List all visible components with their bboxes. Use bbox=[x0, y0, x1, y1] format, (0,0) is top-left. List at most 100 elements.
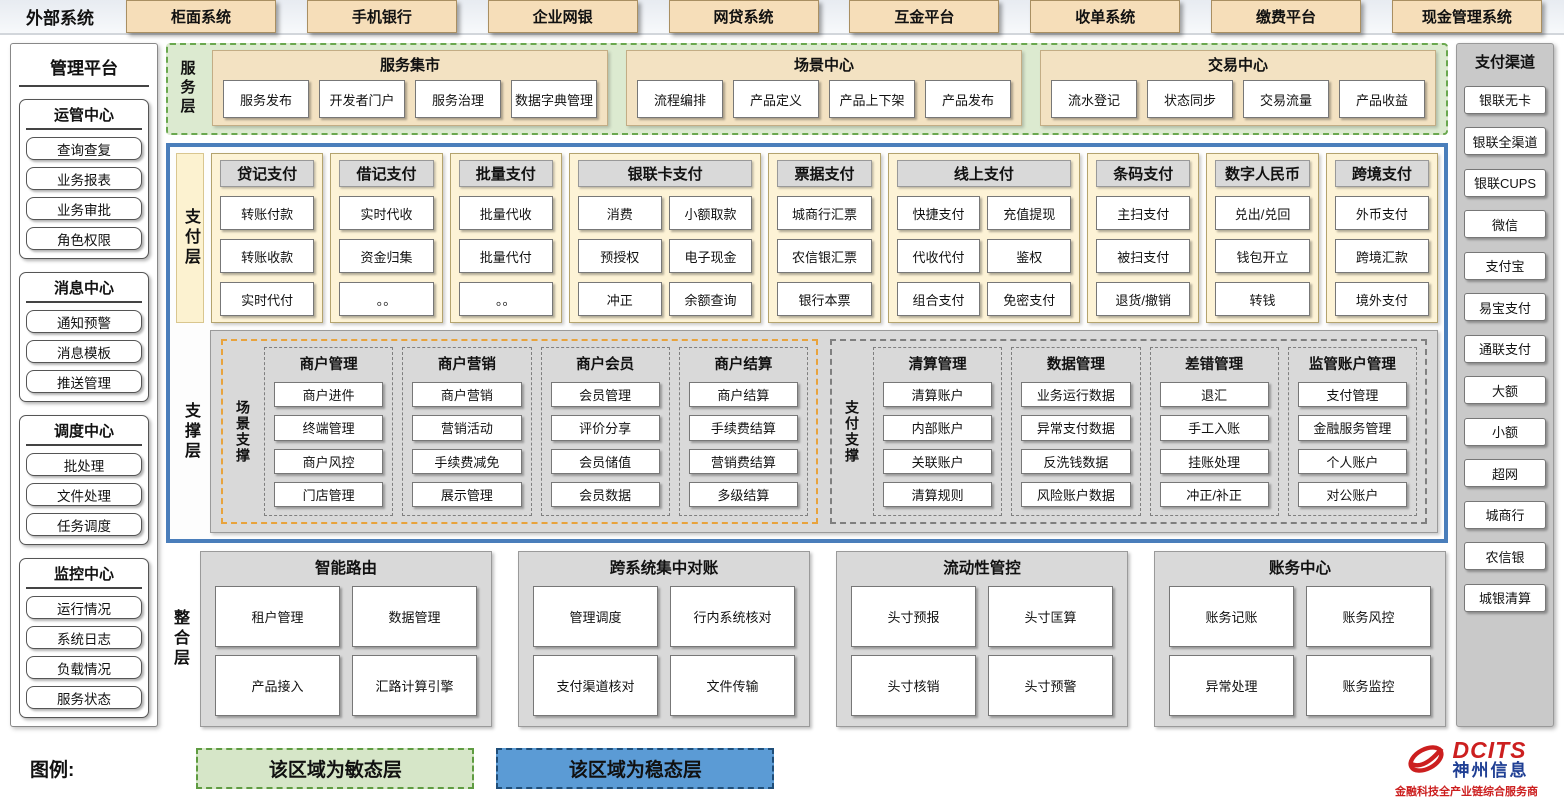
integration-panel: 跨系统集中对账管理调度行内系统核对支付渠道核对文件传输 bbox=[518, 551, 810, 727]
management-group-title: 运管中心 bbox=[26, 104, 142, 130]
payment-item: 主扫支付 bbox=[1096, 196, 1191, 230]
dcits-swoosh-icon bbox=[1407, 745, 1444, 773]
payment-row: 转账付款 bbox=[220, 196, 315, 230]
service-sections: 服务集市服务发布开发者门户服务治理数据字典管理场景中心流程编排产品定义产品上下架… bbox=[212, 50, 1436, 126]
main-area: 管理平台 运管中心查询查复业务报表业务审批角色权限消息中心通知预警消息模板推送管… bbox=[0, 35, 1564, 733]
management-item: 推送管理 bbox=[26, 370, 142, 393]
support-item: 终端管理 bbox=[274, 415, 384, 441]
payment-column-title: 条码支付 bbox=[1096, 160, 1191, 187]
payment-channel-item: 支付宝 bbox=[1464, 251, 1546, 280]
management-item: 文件处理 bbox=[26, 483, 142, 506]
management-item: 查询查复 bbox=[26, 137, 142, 160]
support-group-label: 场景支撑 bbox=[235, 399, 251, 464]
service-section-title: 服务集市 bbox=[379, 57, 440, 74]
support-item: 关联账户 bbox=[883, 448, 993, 474]
payment-item: 钱包开立 bbox=[1215, 239, 1310, 273]
support-item: 退汇 bbox=[1159, 382, 1269, 408]
integration-panel: 账务中心账务记账账务风控异常处理账务监控 bbox=[1154, 551, 1446, 727]
support-column: 数据管理业务运行数据异常支付数据反洗钱数据风险账户数据 bbox=[1011, 347, 1141, 516]
payment-column: 线上支付快捷支付充值提现代收代付鉴权组合支付免密支付 bbox=[887, 153, 1081, 323]
legend-agile-layer: 该区域为敏态层 bbox=[196, 748, 475, 789]
payment-row: 冲正余额查询 bbox=[577, 282, 753, 316]
dcits-name: 神州信息 bbox=[1452, 761, 1529, 781]
support-item: 冲正/补正 bbox=[1159, 481, 1269, 507]
payment-row: 城商行汇票 bbox=[777, 196, 872, 230]
payment-column: 银联卡支付消费小额取款预授权电子现金冲正余额查询 bbox=[568, 153, 762, 323]
payment-item: 小额取款 bbox=[668, 196, 753, 230]
service-item: 流水登记 bbox=[1051, 80, 1137, 118]
external-system-box: 收单系统 bbox=[1030, 0, 1181, 33]
support-group: 支付支撑清算管理清算账户内部账户关联账户清算规则数据管理业务运行数据异常支付数据… bbox=[830, 339, 1427, 524]
service-item: 状态同步 bbox=[1147, 80, 1233, 118]
payment-row: 兑出/兑回 bbox=[1215, 196, 1310, 230]
support-item: 会员储值 bbox=[550, 448, 660, 474]
payment-channel-item: 银联CUPS bbox=[1464, 168, 1546, 197]
support-groups: 场景支撑商户管理商户进件终端管理商户风控门店管理商户营销商户营销营销活动手续费减… bbox=[210, 330, 1438, 533]
support-item: 个人账户 bbox=[1297, 448, 1407, 474]
payment-item: 被扫支付 bbox=[1096, 239, 1191, 273]
support-item: 展示管理 bbox=[412, 481, 522, 507]
payment-channel-item: 超网 bbox=[1464, 459, 1546, 487]
legend-stable-layer: 该区域为稳态层 bbox=[496, 748, 775, 789]
payment-row: 资金归集 bbox=[339, 239, 434, 273]
integration-item: 管理调度 bbox=[533, 586, 658, 647]
payment-row: 预授权电子现金 bbox=[577, 239, 753, 273]
payment-item: 转账付款 bbox=[220, 196, 315, 230]
support-item: 金融服务管理 bbox=[1297, 415, 1407, 441]
payment-item: 境外支付 bbox=[1334, 282, 1429, 316]
service-section-title: 场景中心 bbox=[793, 57, 854, 74]
support-column: 差错管理退汇手工入账挂账处理冲正/补正 bbox=[1149, 347, 1279, 516]
integration-item: 支付渠道核对 bbox=[533, 655, 658, 716]
support-item: 手工入账 bbox=[1159, 415, 1269, 441]
integration-item: 账务监控 bbox=[1306, 655, 1431, 716]
payment-channel-item: 城银清算 bbox=[1464, 583, 1546, 612]
payment-item: 转钱 bbox=[1215, 282, 1310, 316]
payment-row: 。。 bbox=[339, 282, 434, 316]
support-item: 对公账户 bbox=[1297, 481, 1407, 507]
support-layer: 支撑层 场景支撑商户管理商户进件终端管理商户风控门店管理商户营销商户营销营销活动… bbox=[176, 330, 1438, 533]
integration-layer-label: 整合层 bbox=[171, 609, 188, 669]
payment-item: 快捷支付 bbox=[896, 196, 981, 230]
payment-item: 转账收款 bbox=[220, 239, 315, 273]
support-column: 商户结算商户结算手续费结算营销费结算多级结算 bbox=[678, 347, 808, 516]
support-column: 商户会员会员管理评价分享会员储值会员数据 bbox=[540, 347, 670, 516]
payment-channel-item: 通联支付 bbox=[1464, 334, 1546, 363]
service-item: 数据字典管理 bbox=[511, 80, 597, 118]
dcits-logo: DCITS 神州信息 金融科技全产业链综合服务商 bbox=[1395, 738, 1538, 799]
service-section: 交易中心流水登记状态同步交易流量产品收益 bbox=[1040, 50, 1436, 126]
payment-channel-item: 农信银 bbox=[1464, 542, 1546, 570]
support-item: 门店管理 bbox=[274, 481, 384, 507]
external-systems-bar: 外部系统 柜面系统手机银行企业网银网贷系统互金平台收单系统缴费平台现金管理系统 bbox=[0, 0, 1564, 35]
support-column-title: 商户管理 bbox=[299, 357, 358, 373]
payment-item: 批量代付 bbox=[458, 239, 553, 273]
support-item: 手续费减免 bbox=[412, 448, 522, 474]
payment-column: 票据支付城商行汇票农信银汇票银行本票 bbox=[768, 153, 881, 323]
payment-channel-item: 易宝支付 bbox=[1464, 293, 1546, 321]
support-column-title: 清算管理 bbox=[908, 357, 967, 373]
integration-item: 头寸预报 bbox=[851, 586, 976, 647]
payment-row: 被扫支付 bbox=[1096, 239, 1191, 273]
payment-column: 贷记支付转账付款转账收款实时代付 bbox=[211, 153, 324, 323]
dcits-logo-text: DCITS 神州信息 bbox=[1453, 738, 1529, 780]
service-section: 场景中心流程编排产品定义产品上下架产品发布 bbox=[626, 50, 1022, 126]
support-item: 挂账处理 bbox=[1159, 448, 1269, 474]
payment-column-title: 借记支付 bbox=[339, 160, 434, 187]
management-platform-title: 管理平台 bbox=[19, 50, 149, 87]
payment-row: 实时代付 bbox=[220, 282, 315, 316]
support-item: 内部账户 bbox=[883, 415, 993, 441]
support-column: 商户管理商户进件终端管理商户风控门店管理 bbox=[264, 347, 394, 516]
payment-column: 条码支付主扫支付被扫支付退货/撤销 bbox=[1087, 153, 1200, 323]
payment-item: 组合支付 bbox=[896, 282, 981, 316]
payment-item: 。。 bbox=[458, 282, 553, 316]
support-column: 商户营销商户营销营销活动手续费减免展示管理 bbox=[402, 347, 532, 516]
external-system-box: 企业网银 bbox=[487, 0, 638, 33]
integration-panel-title: 账务中心 bbox=[1268, 560, 1331, 577]
service-item: 产品发布 bbox=[925, 80, 1011, 118]
support-item: 异常支付数据 bbox=[1021, 415, 1131, 441]
payment-column: 借记支付实时代收资金归集。。 bbox=[330, 153, 443, 323]
management-group: 调度中心批处理文件处理任务调度 bbox=[19, 415, 149, 545]
support-item: 商户营销 bbox=[412, 382, 522, 408]
support-column-title: 数据管理 bbox=[1046, 357, 1105, 373]
